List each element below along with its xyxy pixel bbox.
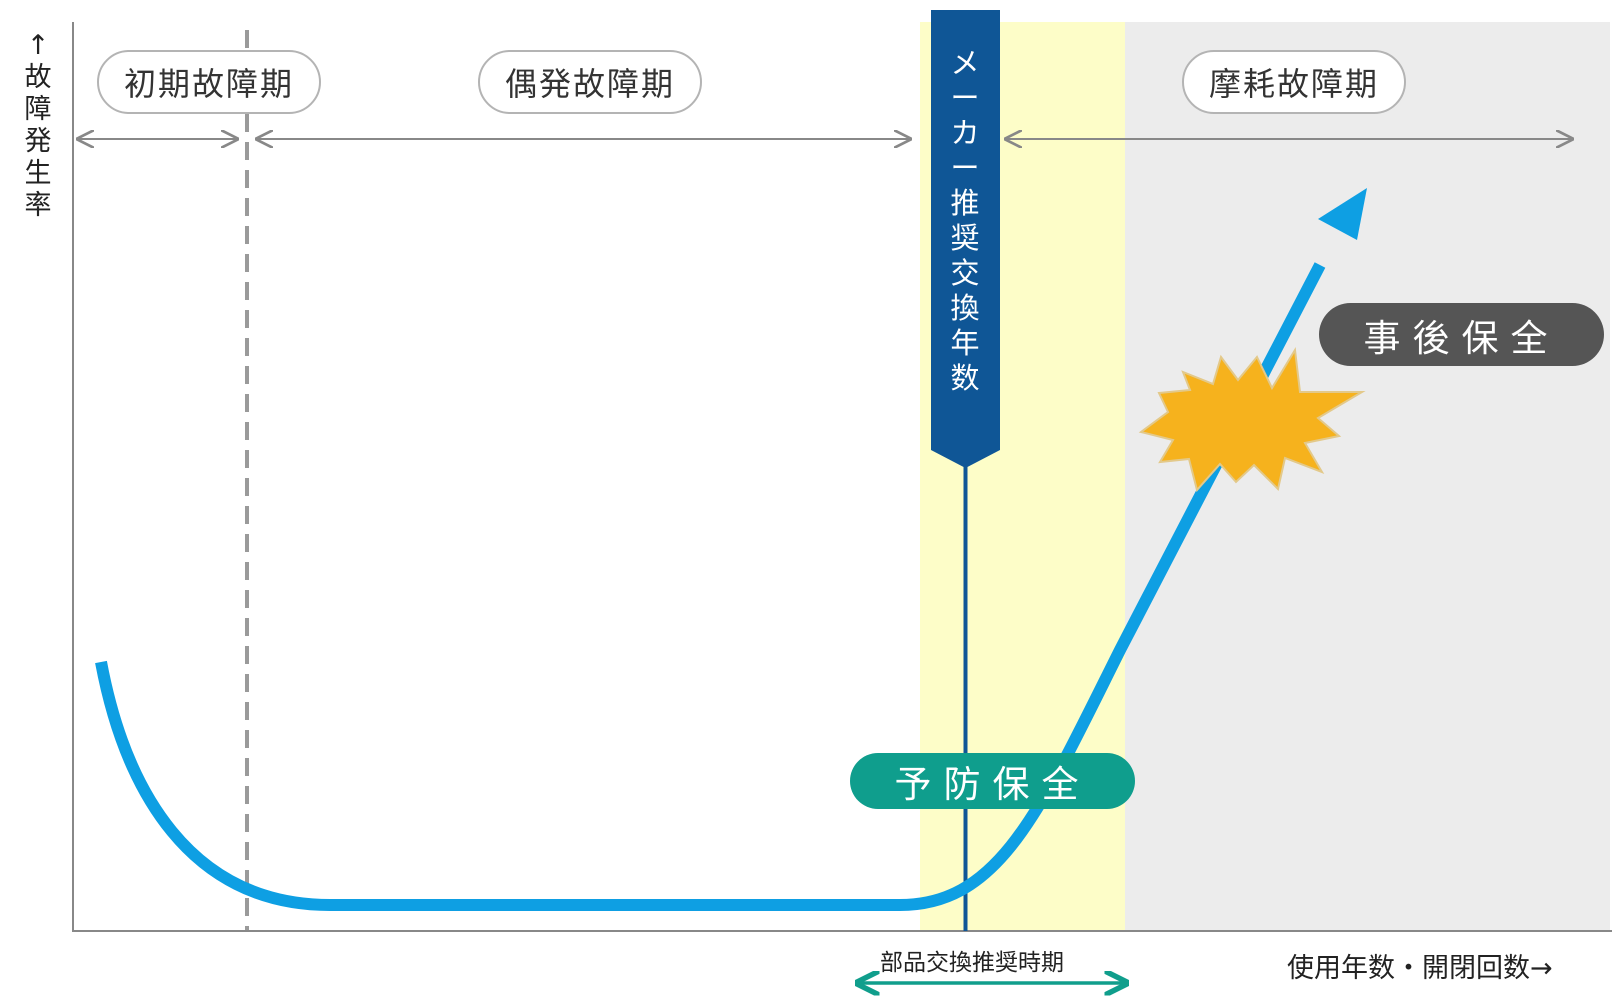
y-axis-label-char: ↑	[26, 30, 50, 61]
y-axis-label-char: 発	[24, 126, 52, 157]
corrective-maintenance-badge: 事後保全	[1319, 303, 1604, 366]
y-axis-label-char: 故	[24, 62, 52, 93]
maker-recommended-label-char: メ	[950, 46, 980, 80]
y-axis-label: ↑故障発生率	[20, 30, 56, 222]
maker-recommended-label-char: カ	[950, 116, 980, 150]
y-axis-label-char: 障	[24, 94, 52, 125]
failure-burst-icon	[1138, 346, 1366, 493]
maker-recommended-label-char: 交	[950, 256, 980, 290]
maker-recommended-label-char: 奨	[950, 221, 980, 255]
maker-recommended-banner	[931, 10, 1000, 468]
curve-arrowhead	[1318, 188, 1367, 240]
x-axis-label: 使用年数・開閉回数→	[1287, 953, 1553, 984]
replacement-window-label: 部品交換推奨時期	[880, 950, 1064, 976]
preventive-maintenance-badge: 予防保全	[850, 753, 1135, 809]
maker-recommended-label-char: 換	[950, 291, 980, 325]
maker-recommended-label-char: 数	[950, 361, 980, 395]
maker-recommended-label-char: 推	[950, 186, 980, 220]
y-axis-label-char: 率	[24, 190, 52, 221]
wearout-phase-label: 摩耗故障期	[1182, 50, 1406, 114]
preventive-maintenance-label: 予防保全	[894, 763, 1091, 806]
maker-recommended-label-char: ー	[950, 81, 980, 115]
maker-recommended-label-char: ー	[950, 151, 980, 185]
corrective-maintenance-label: 事後保全	[1363, 316, 1560, 360]
early-phase-label: 初期故障期	[97, 50, 321, 114]
y-axis-label-char: 生	[24, 158, 52, 189]
maker-recommended-label: メーカー推奨交換年数	[930, 46, 1000, 396]
random-phase-label: 偶発故障期	[478, 50, 702, 114]
maker-recommended-label-char: 年	[950, 326, 980, 360]
